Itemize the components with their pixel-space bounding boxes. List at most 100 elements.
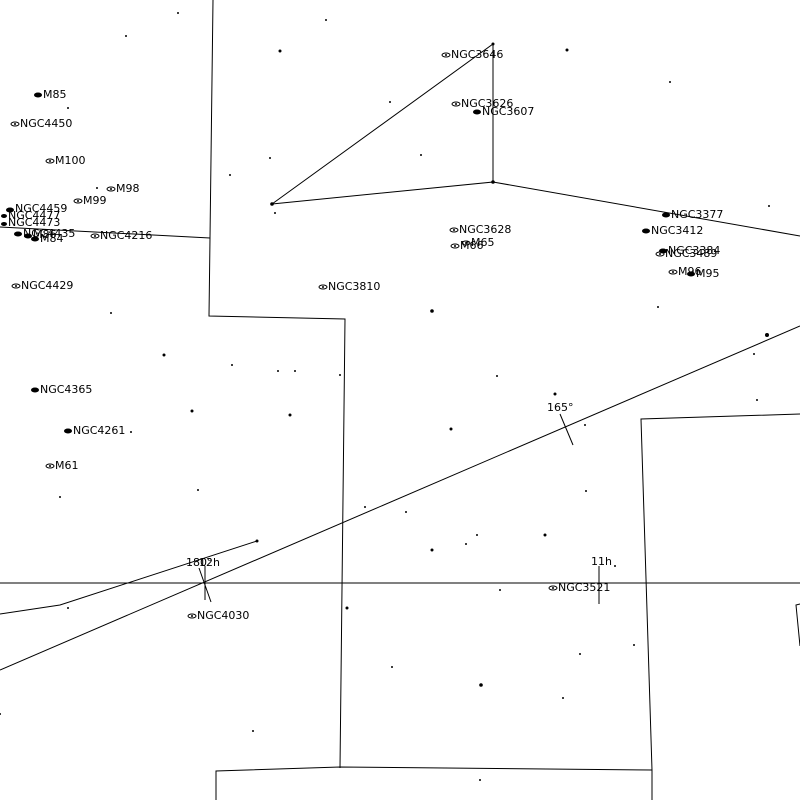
object-label: NGC4261 xyxy=(73,424,125,437)
galaxy-marker[interactable]: M100 xyxy=(45,154,86,167)
star-dot xyxy=(0,713,1,715)
star-dot xyxy=(479,779,481,781)
galaxy-marker[interactable]: NGC3489 xyxy=(655,247,717,260)
galaxy-marker[interactable]: NGC4459 xyxy=(6,202,67,215)
star-dot xyxy=(405,511,407,513)
star-dot xyxy=(67,107,69,109)
object-label: NGC4473 xyxy=(8,216,60,229)
spiral-galaxy-icon xyxy=(451,101,461,107)
star-dot xyxy=(496,375,498,377)
galaxy-marker[interactable]: NGC4477 xyxy=(1,209,60,222)
star-dot xyxy=(491,42,495,46)
object-label: M61 xyxy=(55,459,79,472)
galaxy-marker[interactable]: NGC3521 xyxy=(548,581,610,594)
elliptical-galaxy-icon xyxy=(1,214,7,218)
star-dot xyxy=(364,506,366,508)
spiral-galaxy-icon xyxy=(655,251,665,257)
star-dot xyxy=(756,399,758,401)
galaxy-marker[interactable]: M86 xyxy=(24,228,57,241)
star-dot xyxy=(491,180,495,184)
ra-hour-label-left: 12h xyxy=(199,556,220,569)
star-dot xyxy=(562,697,564,699)
star-dot xyxy=(67,607,69,609)
elliptical-galaxy-icon xyxy=(64,428,72,434)
star-dot xyxy=(269,157,271,159)
star-dot xyxy=(657,306,659,308)
ecliptic-angle-label: 165° xyxy=(547,401,574,414)
elliptical-galaxy-icon xyxy=(6,207,14,213)
ra-hour-label-right: 11h xyxy=(591,555,612,568)
galaxy-marker[interactable]: M95 xyxy=(687,267,720,280)
star-dot xyxy=(59,496,61,498)
spiral-galaxy-icon xyxy=(318,284,328,290)
galaxy-marker[interactable]: NGC3646 xyxy=(441,48,503,61)
object-label: NGC4477 xyxy=(8,209,60,222)
object-label: M85 xyxy=(43,88,67,101)
spiral-galaxy-icon xyxy=(11,283,21,289)
galaxy-marker[interactable]: M96 xyxy=(668,265,702,278)
galaxy-marker[interactable]: M65 xyxy=(461,236,495,249)
galaxy-marker[interactable]: NGC3628 xyxy=(449,223,511,236)
star-dot xyxy=(553,392,557,396)
galaxy-marker[interactable]: NGC4365 xyxy=(31,383,92,396)
galaxy-marker[interactable]: NGC4429 xyxy=(11,279,73,292)
star-dot xyxy=(252,730,254,732)
spiral-galaxy-icon xyxy=(461,240,471,246)
star-dot xyxy=(389,101,391,103)
star-dot xyxy=(110,312,112,314)
star-dot xyxy=(499,589,501,591)
galaxy-marker[interactable]: NGC4261 xyxy=(64,424,125,437)
star-dot xyxy=(614,565,616,567)
object-label: NGC4365 xyxy=(40,383,92,396)
star-dot xyxy=(391,666,393,668)
galaxy-marker[interactable]: NGC3412 xyxy=(642,224,703,237)
star-dot xyxy=(177,12,179,14)
star-dot xyxy=(190,409,194,413)
star-dot xyxy=(96,187,98,189)
object-label: M98 xyxy=(116,182,140,195)
object-label: M66 xyxy=(460,239,484,252)
galaxy-marker[interactable]: M99 xyxy=(73,194,107,207)
galaxy-marker[interactable]: NGC4216 xyxy=(90,229,152,242)
galaxy-marker[interactable]: NGC3607 xyxy=(473,105,534,118)
galaxy-marker[interactable]: NGC4473 xyxy=(1,216,60,229)
spiral-galaxy-icon xyxy=(90,233,100,239)
coordinate-markers: 165° 12h 180° 11h xyxy=(186,401,612,569)
star-dot xyxy=(565,48,569,52)
galaxy-marker[interactable]: NGC4030 xyxy=(187,609,249,622)
object-label: NGC3384 xyxy=(668,244,720,257)
star-dot xyxy=(339,374,341,376)
galaxy-marker[interactable]: M61 xyxy=(45,459,79,472)
galaxy-marker[interactable]: NGC3377 xyxy=(662,208,723,221)
elliptical-galaxy-icon xyxy=(34,92,42,98)
star-dot xyxy=(479,683,483,687)
galaxy-marker[interactable]: NGC4450 xyxy=(10,117,72,130)
spiral-galaxy-icon xyxy=(449,227,459,233)
galaxy-marker[interactable]: NGC3626 xyxy=(451,97,513,110)
star-dot xyxy=(229,174,231,176)
object-label: NGC4216 xyxy=(100,229,152,242)
constellation-line xyxy=(271,43,494,205)
star-dot xyxy=(768,205,770,207)
elliptical-galaxy-icon xyxy=(687,271,695,277)
object-label: NGC3810 xyxy=(328,280,380,293)
constellation-line xyxy=(0,226,211,239)
constellation-line xyxy=(492,181,800,237)
galaxy-marker[interactable]: M66 xyxy=(450,239,484,252)
galaxy-marker[interactable]: NGC3810 xyxy=(318,280,380,293)
galaxy-marker[interactable]: M84 xyxy=(31,232,64,245)
object-label: NGC4450 xyxy=(20,117,72,130)
galaxy-marker[interactable]: M85 xyxy=(34,88,67,101)
constellation-boundaries xyxy=(208,0,800,800)
spiral-galaxy-icon xyxy=(441,52,451,58)
ecliptic-line xyxy=(0,325,800,671)
field-stars xyxy=(0,12,770,781)
galaxy-marker[interactable]: M98 xyxy=(106,182,140,195)
star-dot xyxy=(231,364,233,366)
elliptical-galaxy-icon xyxy=(31,387,39,393)
star-dot xyxy=(633,644,635,646)
spiral-galaxy-icon xyxy=(668,269,678,275)
object-label: NGC3489 xyxy=(665,247,717,260)
boundary-line xyxy=(640,413,800,771)
object-label: M84 xyxy=(40,232,64,245)
